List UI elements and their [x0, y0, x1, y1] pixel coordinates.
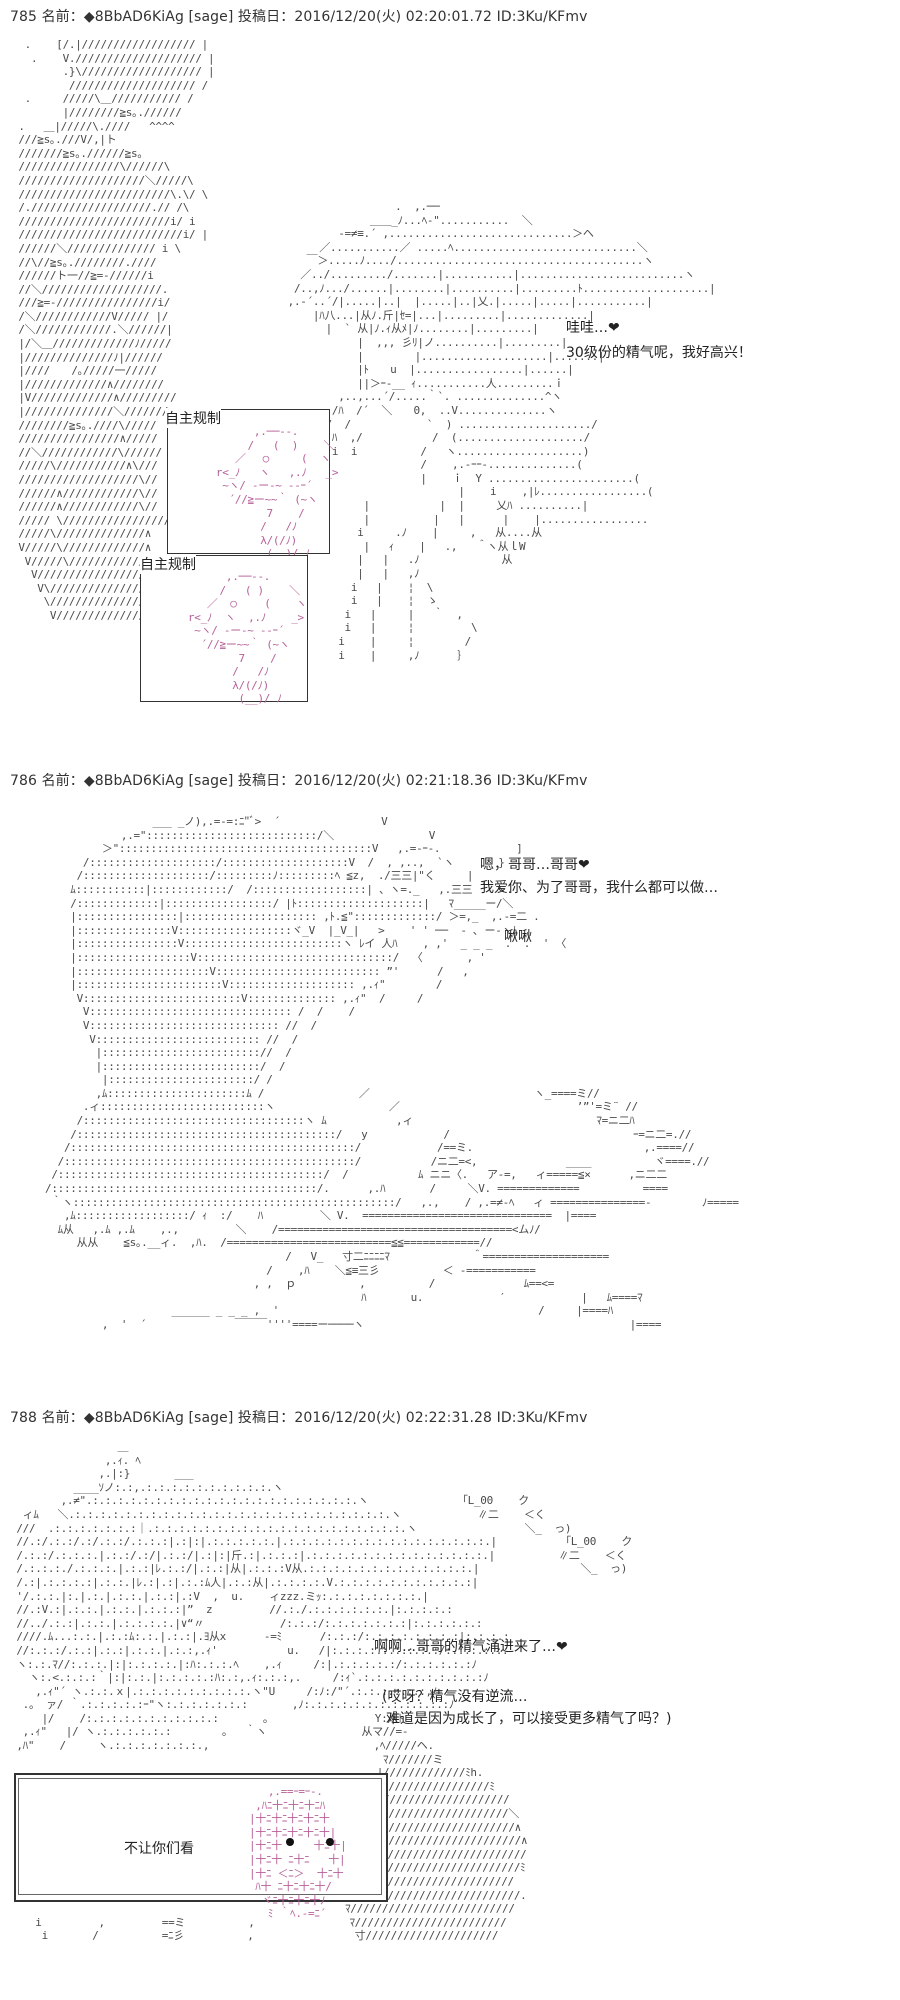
censor-box — [140, 555, 308, 702]
mosaic-face-icon: ,.==ｰ=ｰ-. ,ﾊﾆ十ﾆ十ﾆ十ﾆﾊ |十ﾆ十ﾆ十ﾆ十ﾆ十 |十ﾆ十ﾆ十ﾆ十… — [248, 1785, 347, 1921]
censor-box — [167, 409, 330, 554]
censor-box-inner — [18, 1778, 382, 1895]
dialog-line: 啾啾 — [504, 929, 532, 945]
dialog-line: 哇哇…❤ — [566, 320, 620, 336]
censor-box-label: 自主规制 — [165, 408, 221, 428]
censor-box-label: 不让你们看 — [124, 1838, 194, 1858]
dialog-line: 嗯，哥哥…哥哥❤ — [480, 857, 590, 873]
dialog-line: 30级份的精气呢，我好高兴！ — [566, 345, 752, 361]
ascii-art-embrace-scene: ＿ ,.ｨ. ﾍ ,.|:} ___ ____ｿノ:.:,.:.:.:.:.:.… — [16, 1440, 633, 1943]
dialog-line: (哎呀？精气没有逆流… — [382, 1689, 528, 1705]
mosaic-eye-icon — [326, 1838, 334, 1846]
mushroom-icon: ,.──‐-. / ( ) ＼ ／ ○ ( ヽ r<_ﾉ ヽ ,.ﾉ _> ~ヽ… — [215, 425, 339, 561]
post-header: 788 名前：◆8BbAD6KiAg [sage] 投稿日：2016/12/20… — [10, 1410, 588, 1426]
post-header: 786 名前：◆8BbAD6KiAg [sage] 投稿日：2016/12/20… — [10, 773, 588, 789]
mushroom-icon: ,.──‐-. / ( ) ＼ ／ ○ ( ヽ r<_ﾉ ヽ ,.ﾉ _> ~ヽ… — [187, 570, 307, 706]
post-header: 785 名前：◆8BbAD6KiAg [sage] 投稿日：2016/12/20… — [10, 9, 588, 25]
ascii-art-girl: . ,.── ＿＿_ﾉ...ﾍ-"........... ＼ -=≠≡.´ ,.… — [287, 200, 716, 662]
ascii-art-wall: . [/.|////////////////// | . V./////////… — [18, 38, 215, 622]
censor-box-label: 自主规制 — [140, 554, 196, 574]
mosaic-eye-icon — [286, 1838, 294, 1846]
dialog-line: 难道是因为成长了，可以接受更多精气了吗？) — [386, 1711, 672, 1727]
dialog-line: 啊啊…哥哥的精气涌进来了…❤ — [374, 1639, 568, 1655]
ascii-art-kiss-scene: ___ _ノ),.=-=:ﾆ"ﾞ> ´ V ,.="::::::::::::::… — [45, 815, 739, 1331]
dialog-line: 我爱你、为了哥哥，我什么都可以做… — [480, 880, 718, 896]
